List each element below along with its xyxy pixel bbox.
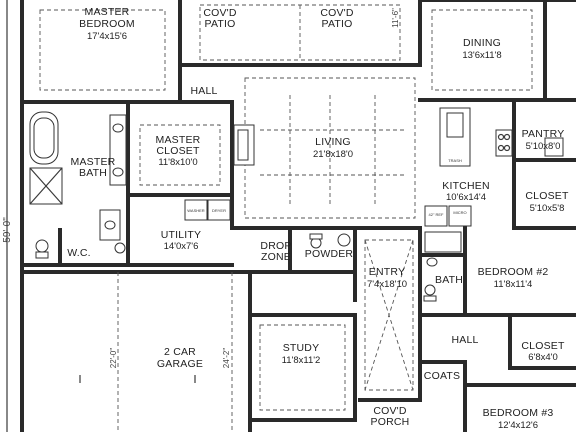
walls [6,0,576,432]
covd-porch-name-2: PORCH [371,416,410,428]
utility-name: UTILITY [161,229,202,241]
entry-name: ENTRY [369,266,405,278]
covd-patio-1-a: COV'D [203,7,237,19]
hall-top-name: HALL [190,85,217,97]
trash-label: TRASH [448,158,462,163]
master-bedroom-size: 17'4x15'6 [87,31,127,42]
kitchen-size: 10'6x14'4 [446,192,486,203]
fixtures: WASHER DRYER TRASH 42" REF MICRO [29,107,564,302]
ceiling-lines [39,4,533,432]
bedroom-2-size: 11'8x11'4 [494,279,533,290]
covd-porch-name-1: COV'D [373,405,407,417]
covd-patio-2-b: PATIO [322,18,353,30]
powder-name: POWDER [305,248,354,260]
washer-label: WASHER [187,208,205,213]
closet-right-size: 6'8x4'0 [528,352,558,363]
patio-dimension: 11'-6" [391,8,400,28]
dining-size: 13'6x11'8 [462,50,501,61]
drop-zone-name-1: DROP [260,240,291,252]
kitchen-name: KITCHEN [442,180,490,192]
master-closet-size: 11'8x10'0 [158,157,197,168]
living-name: LIVING [315,136,351,148]
master-bedroom-name-2: BEDROOM [79,18,135,30]
master-bath-name-1: MASTER [71,156,116,168]
bedroom-3-name: BEDROOM #3 [483,407,554,419]
coats-name: COATS [424,370,460,382]
closet-kitchen-name: CLOSET [525,190,569,202]
closet-right-name: CLOSET [521,340,565,352]
study-size: 11'8x11'2 [282,355,321,366]
utility-size: 14'0x7'6 [164,241,199,252]
room-labels: MASTER BEDROOM 17'4x15'6 COV'D PATIO COV… [2,6,569,431]
master-closet-name-1: MASTER [156,134,201,146]
garage-dim-left: 22'-0" [109,348,118,369]
covd-patio-2-a: COV'D [320,7,354,19]
closet-kitchen-size: 5'10x5'8 [530,203,565,214]
dryer-label: DRYER [212,208,226,213]
dining-name: DINING [463,37,501,49]
bath-name: BATH [435,274,463,286]
garage-name-2: GARAGE [157,358,203,370]
master-closet-name-2: CLOSET [156,145,200,157]
pantry-name: PANTRY [522,128,565,140]
fridge-label: 42" REF [429,212,445,217]
master-bath-name-2: BATH [79,167,107,179]
covd-patio-1-b: PATIO [205,18,236,30]
entry-size: 7'4x18'10 [367,279,407,290]
hall-right-name: HALL [451,334,478,346]
garage-name-1: 2 CAR [164,346,196,358]
master-bedroom-name-1: MASTER [85,6,130,18]
study-name: STUDY [283,342,320,354]
micro-oven-label: MICRO [453,210,466,215]
pantry-size: 5'10x8'0 [526,141,561,152]
living-size: 21'8x18'0 [313,149,353,160]
wc-name: W.C. [67,247,91,259]
garage-dim-right: 24'-2" [222,348,231,369]
bedroom-2-name: BEDROOM #2 [478,266,549,278]
drop-zone-name-2: ZONE [261,251,291,263]
bedroom-3-size: 12'4x12'6 [498,420,538,431]
overall-dimension: 59'-0" [2,217,13,243]
